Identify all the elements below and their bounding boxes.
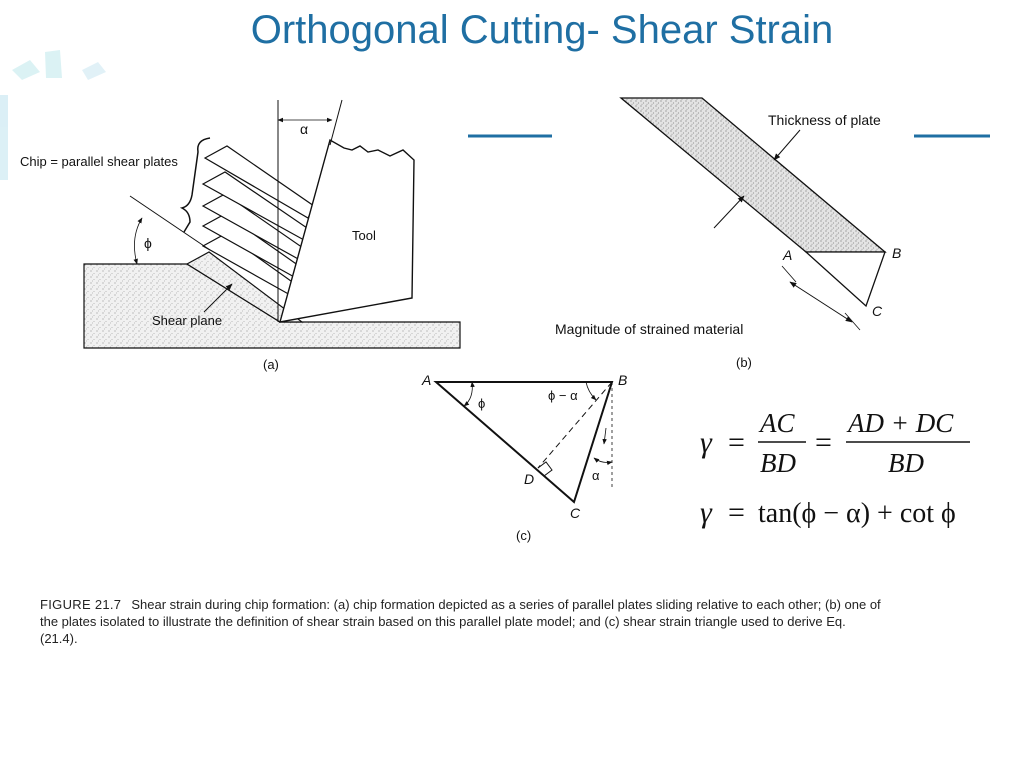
bd-line [537,381,613,469]
panel-c-label: (c) [516,528,531,543]
eq1-equals-2: = [815,426,832,459]
eq1-den2: BD [888,448,924,478]
phi-minus-alpha-label: ϕ − α [548,388,578,403]
phi-label-a: ϕ [144,235,152,251]
chip-label: Chip = parallel shear plates [20,154,178,169]
eq1-den1: BD [760,448,796,478]
panel-a-label: (a) [263,357,279,372]
chip-brace [179,137,211,233]
strain-triangle [433,381,614,504]
slide-title: Orthogonal Cutting- Shear Strain [250,8,834,52]
figure-c: ϕ ϕ − α α A B C D (c) [421,372,627,543]
tool [279,138,415,323]
tool-label: Tool [352,228,376,243]
corner-logo [0,50,106,180]
eq1-num1: AC [758,408,795,438]
eq2-rhs: tan(ϕ − α) + cot ϕ [758,498,956,529]
eq2-gamma: γ [700,496,713,529]
figure-b: Thickness of plate Magnitude of strained… [468,97,990,370]
caption-text: Shear strain during chip formation: (a) … [40,597,881,646]
eq2-equals: = [728,496,745,529]
alpha-label-c: α [592,468,600,483]
figure-a: α ϕ Chip = parallel shear plates Tool Sh… [20,99,461,372]
thickness-label: Thickness of plate [768,112,881,128]
point-a-c: A [421,372,431,388]
shear-plane-label: Shear plane [152,313,222,328]
chip-plates [185,145,315,323]
eq1-num2: AD + DC [846,408,954,438]
strained-region [804,251,886,308]
panel-b-label: (b) [736,355,752,370]
figure-number: FIGURE 21.7 [40,597,122,612]
strained-label: Magnitude of strained material [555,321,743,337]
alpha-label-a: α [300,121,308,137]
point-c-b: C [872,303,883,319]
point-c-c: C [570,505,581,521]
equation-block: γ = AC BD = AD + DC BD γ = tan(ϕ − α) + … [700,408,970,529]
eq1-equals-1: = [728,426,745,459]
point-b-c: B [618,372,627,388]
point-d-c: D [524,471,534,487]
point-a-b: A [782,247,792,263]
eq1-gamma: γ [700,426,713,459]
phi-label-c: ϕ [478,396,485,411]
point-b-b: B [892,245,901,261]
